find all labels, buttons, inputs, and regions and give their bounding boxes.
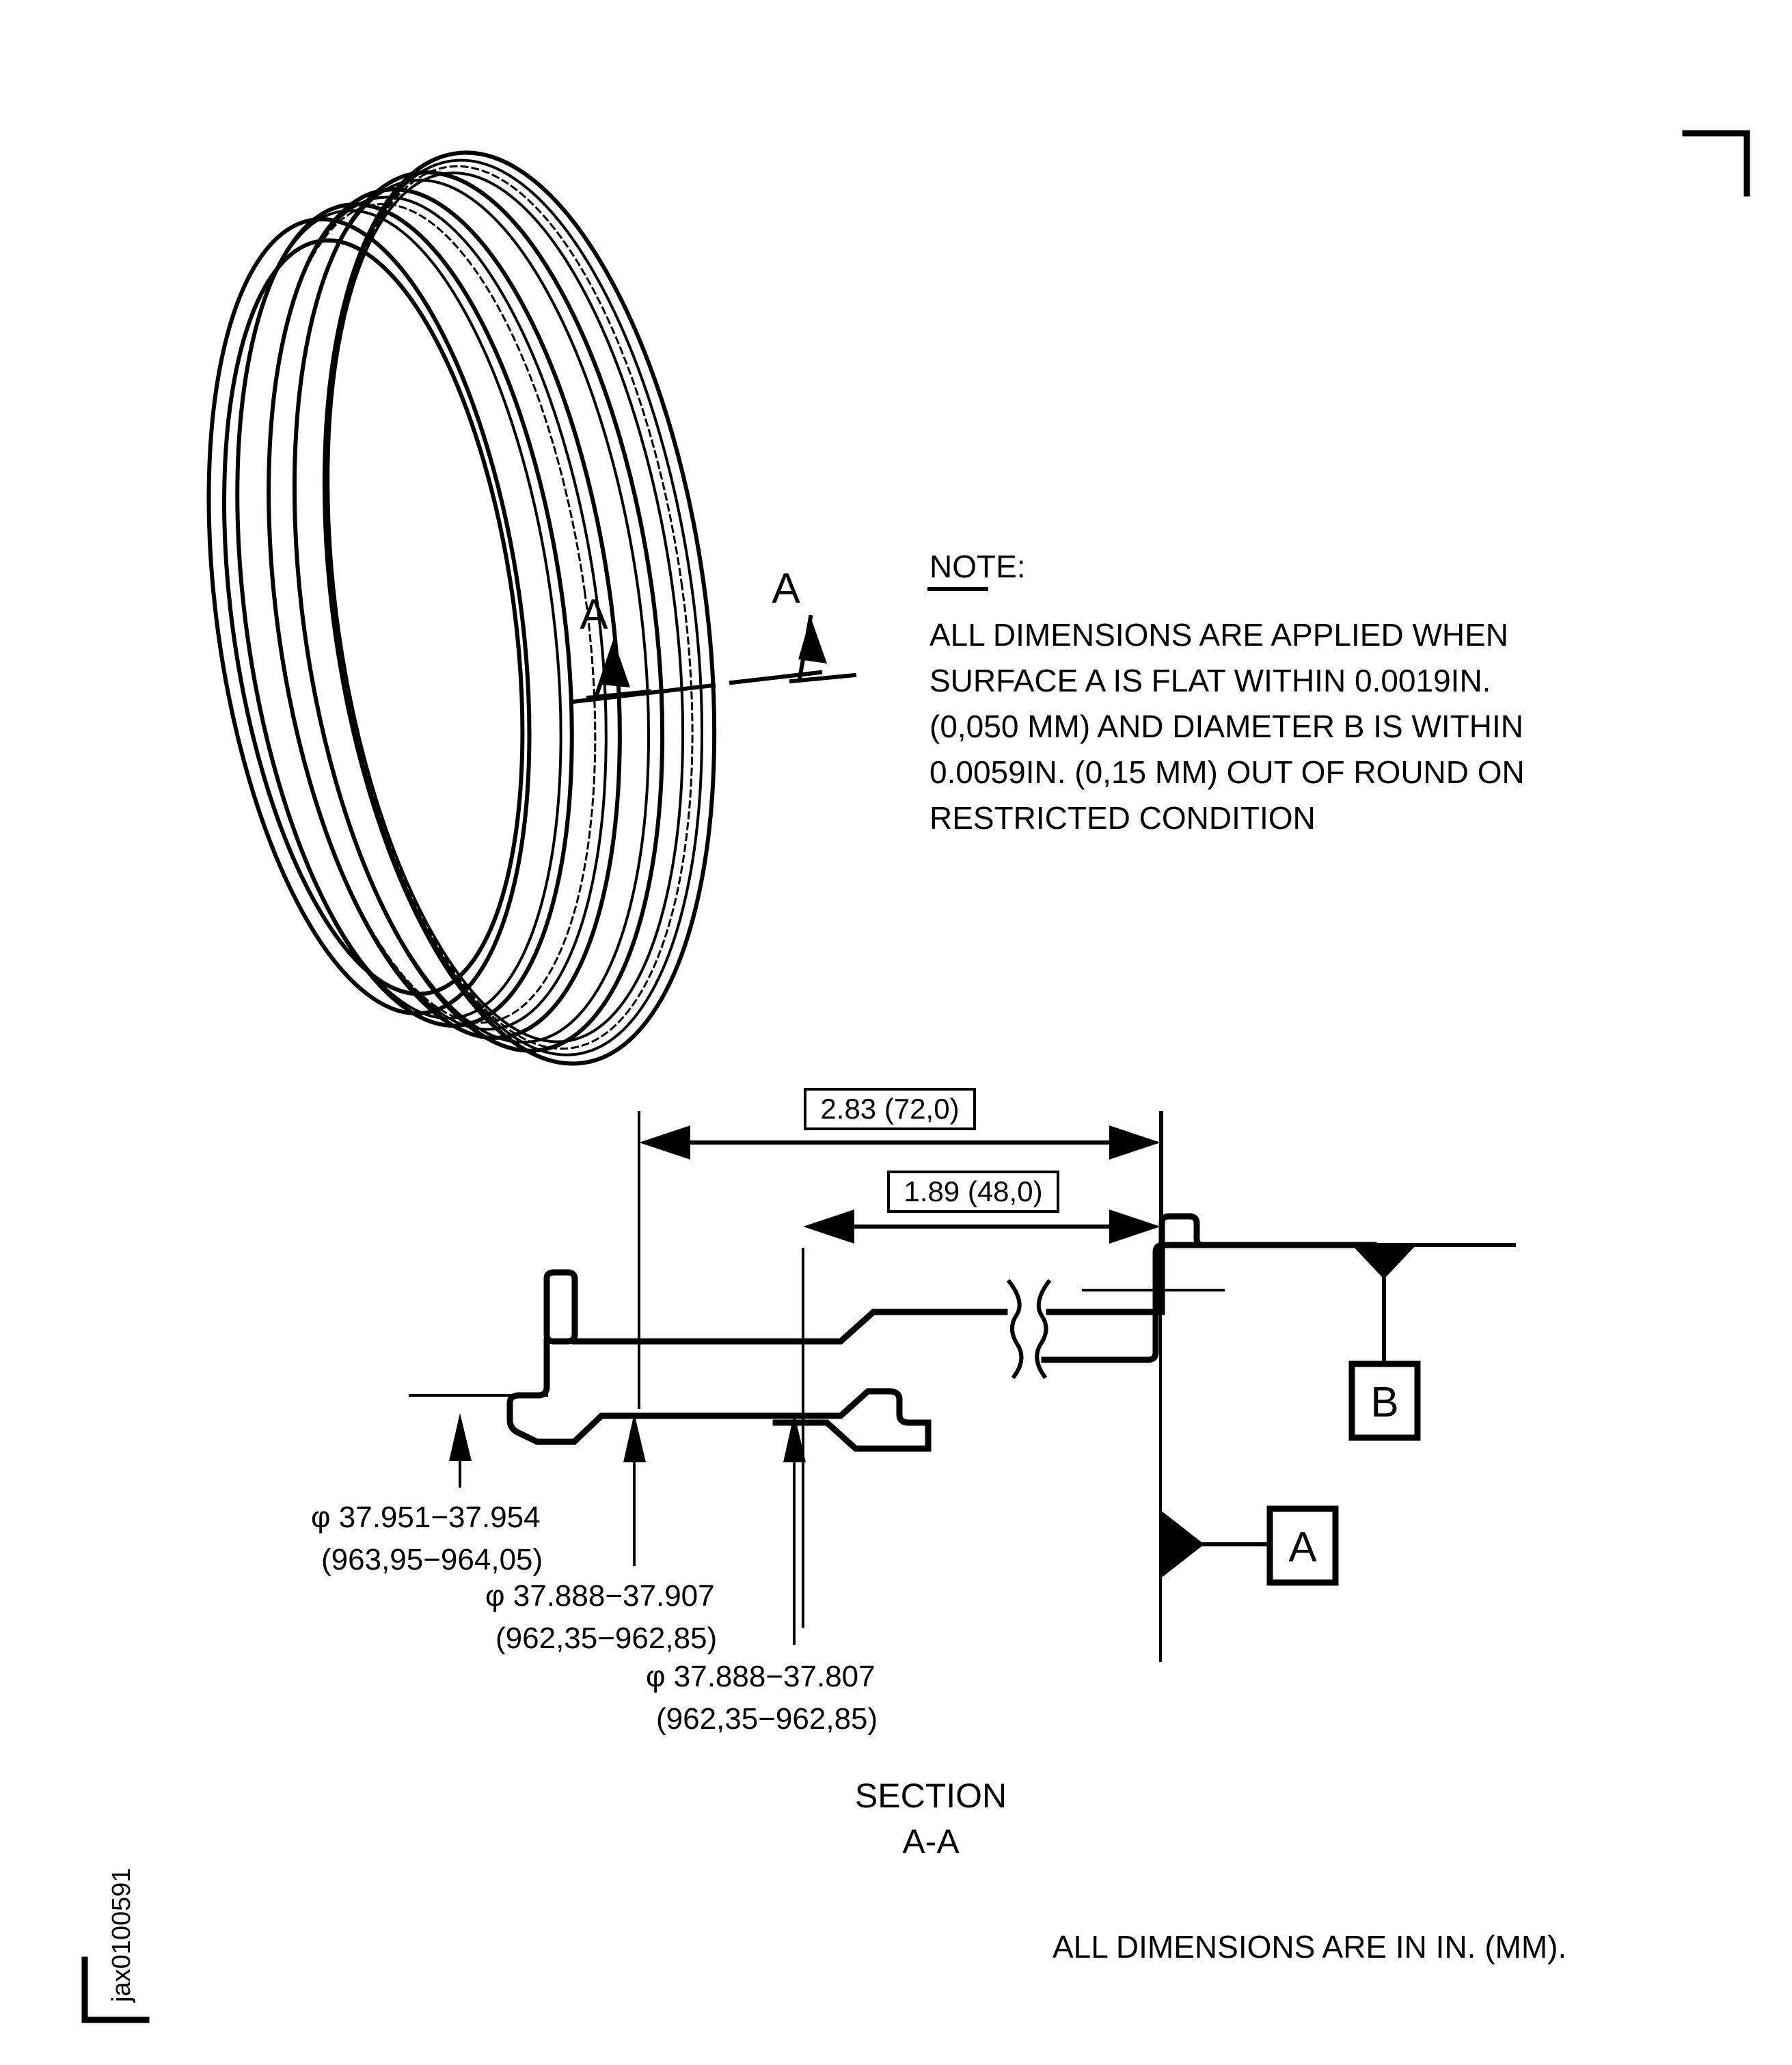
ring-front-face-inner xyxy=(222,238,525,996)
note-heading: NOTE: xyxy=(929,549,1026,584)
leader-arrowhead-2 xyxy=(623,1413,646,1462)
drawing-id-label: jax0100591 xyxy=(107,1868,136,2003)
datum-feature-a: A xyxy=(1160,1505,1339,1586)
diameter-callout-1: φ 37.951−37.954 (963,95−964,05) xyxy=(311,1501,543,1576)
section-arrowhead-left xyxy=(601,642,630,687)
datum-b-box xyxy=(1348,1360,1421,1441)
leader-arrows xyxy=(449,1413,806,1645)
note-line-4: 0.0059IN. (0,15 MM) OUT OF ROUND ON xyxy=(929,754,1525,790)
diameter-callout-2: φ 37.888−37.907 (962,35−962,85) xyxy=(485,1579,717,1655)
corner-mark-top-right xyxy=(1682,130,1750,197)
ring-outer-edge-inner2 xyxy=(327,172,685,1043)
callout-1-line-1: φ 37.951−37.954 xyxy=(311,1501,541,1534)
note-line-2: SURFACE A IS FLAT WITHIN 0.0019IN. xyxy=(929,663,1491,698)
profile-riser-inner xyxy=(1158,1213,1193,1315)
datum-b-label: B xyxy=(1370,1379,1398,1426)
dim-arrowhead-right-overall xyxy=(1109,1125,1160,1160)
leader-arrowhead-3 xyxy=(783,1413,806,1462)
callout-2-line-1: φ 37.888−37.907 xyxy=(485,1579,715,1613)
callout-2-line-2: (962,35−962,85) xyxy=(495,1622,717,1655)
callout-3-line-2: (962,35−962,85) xyxy=(656,1702,878,1736)
note-line-5: RESTRICTED CONDITION xyxy=(929,800,1316,836)
note-line-1: ALL DIMENSIONS ARE APPLIED WHEN xyxy=(929,617,1508,653)
dimension-overall-width: 2.83 (72,0) xyxy=(639,1088,1160,1160)
ring-outer-knurl xyxy=(325,165,694,1050)
callout-3-line-1: φ 37.888−37.807 xyxy=(646,1660,875,1693)
section-title-line-1: SECTION xyxy=(855,1777,1007,1815)
dim-box-overall xyxy=(804,1088,976,1130)
datum-a-triangle-icon xyxy=(1160,1510,1204,1578)
dim-box-inner xyxy=(887,1171,1059,1213)
section-label-a-left: A xyxy=(580,591,608,638)
ring-front-face-outer xyxy=(206,217,532,1016)
footer-note: ALL DIMENSIONS ARE IN IN. (MM). xyxy=(1053,1929,1566,1965)
section-arrowhead-right xyxy=(798,617,827,664)
dim-text-inner: 1.89 (48,0) xyxy=(904,1175,1042,1207)
datum-a-label: A xyxy=(1288,1524,1317,1571)
isometric-ring-view: A A xyxy=(206,150,857,1066)
break-symbol xyxy=(1006,1278,1052,1380)
profile-riser-outer-step xyxy=(1145,1242,1271,1363)
dim-arrowhead-left-overall xyxy=(639,1125,690,1160)
datum-b-triangle-icon xyxy=(1352,1245,1416,1279)
profile-lower-outline xyxy=(506,1388,932,1452)
dimension-inner-width: 1.89 (48,0) xyxy=(803,1171,1160,1244)
ring-outer-edge-inner xyxy=(324,159,704,1056)
callout-1-line-2: (963,95−964,05) xyxy=(321,1543,543,1576)
note-line-3: (0,050 MM) AND DIAMETER B IS WITHIN xyxy=(929,709,1523,744)
profile-left-lower-left xyxy=(516,1338,550,1399)
profile-web-top xyxy=(571,1309,1008,1345)
note-block: NOTE: ALL DIMENSIONS ARE APPLIED WHEN SU… xyxy=(927,549,1525,836)
section-arrow-right xyxy=(789,614,857,684)
ring-band3-knurl xyxy=(267,203,597,1024)
ring-band2-inner xyxy=(293,178,651,1044)
profile-riser-cap xyxy=(1186,1213,1206,1248)
diameter-callout-3: φ 37.888−37.807 (962,35−962,85) xyxy=(646,1660,878,1736)
leader-arrowhead-1 xyxy=(449,1413,472,1461)
ring-outer-edge xyxy=(322,150,717,1066)
dim-arrowhead-left-inner xyxy=(803,1209,854,1244)
section-arrow-left xyxy=(586,640,652,700)
datum-feature-b: B xyxy=(1348,1243,1516,1441)
section-aa-view: 2.83 (72,0) 1.89 (48,0) xyxy=(311,1088,1516,1861)
dim-arrowhead-right-inner xyxy=(1109,1209,1160,1244)
section-title-line-2: A-A xyxy=(902,1822,960,1861)
datum-a-box xyxy=(1266,1505,1339,1586)
dim-text-overall: 2.83 (72,0) xyxy=(820,1093,959,1125)
profile-left-rib xyxy=(543,1269,578,1345)
ring-band3-inner xyxy=(267,195,608,1031)
section-label-a-right: A xyxy=(772,565,800,612)
corner-mark-bottom-left xyxy=(81,1956,150,2023)
